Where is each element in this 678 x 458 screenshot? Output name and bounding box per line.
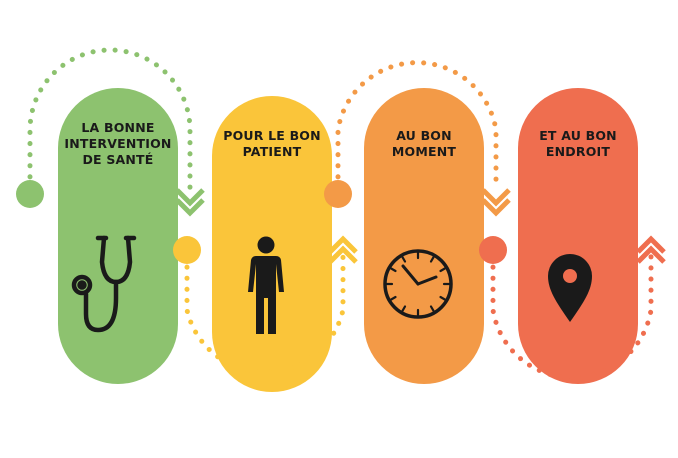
pill-step-3	[364, 88, 484, 384]
chevron-down-icon	[481, 188, 511, 217]
chevron-down-icon	[175, 188, 205, 217]
start-dot-4	[479, 236, 507, 264]
step-label-4: ET AU BON ENDROIT	[539, 128, 617, 159]
pill-step-4	[518, 88, 638, 384]
start-dot-1	[16, 180, 44, 208]
clock-icon	[383, 249, 453, 319]
step-label-2: POUR LE BON PATIENT	[223, 128, 321, 159]
connector-arc-1	[27, 47, 193, 191]
step-label-3: AU BON MOMENT	[391, 128, 457, 159]
step-label-1: LA BONNE INTERVENTION DE SANTÉ	[64, 120, 172, 167]
start-dot-2	[173, 236, 201, 264]
start-dot-3	[324, 180, 352, 208]
connector-arc-2	[184, 253, 346, 375]
chevron-up-icon	[328, 235, 358, 264]
connector-arc-4	[490, 253, 654, 380]
person-icon	[248, 236, 284, 334]
stethoscope-icon	[71, 235, 137, 333]
location-pin-icon	[548, 254, 592, 322]
connector-arc-3	[335, 60, 499, 191]
chevron-up-icon	[636, 235, 666, 264]
